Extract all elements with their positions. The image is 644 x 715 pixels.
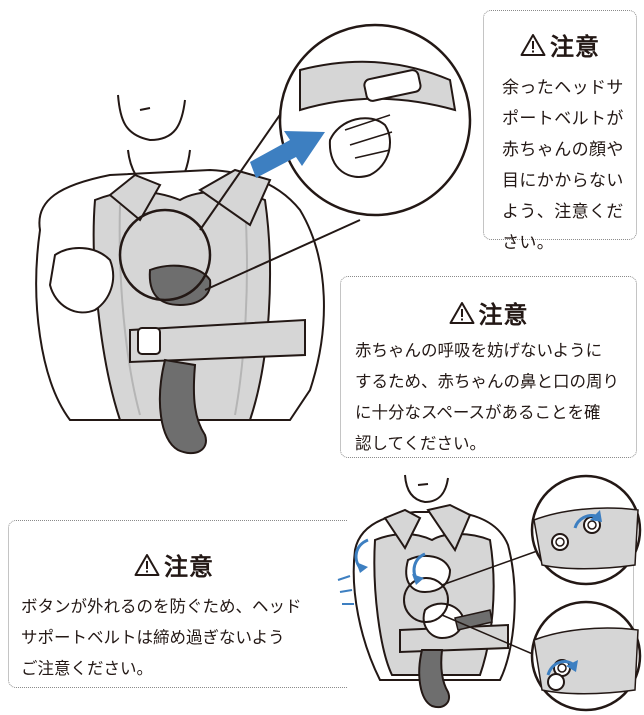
- caution-box-top: 注意 余ったヘッドサ ポートベルトが 赤ちゃんの顔や 目にかからない よう、注意…: [483, 10, 637, 253]
- caution-line: するため、赤ちゃんの鼻と口の周り: [355, 372, 619, 391]
- caution-title-text: 注意: [164, 553, 214, 581]
- caution-line: 赤ちゃんの呼吸を妨げないように: [355, 341, 603, 360]
- caution-line: 赤ちゃんの顔や: [502, 140, 624, 160]
- rotate-arrow-icon: [354, 538, 426, 585]
- caution-title-bottom: 注意: [9, 547, 339, 582]
- caution-body-top: 余ったヘッドサ ポートベルトが 赤ちゃんの顔や 目にかからない よう、注意くだ …: [502, 73, 624, 259]
- caution-title-middle: 注意: [341, 295, 636, 330]
- caution-line: よう、注意くだ: [502, 202, 624, 222]
- direction-arrow-icon: [250, 131, 325, 178]
- caution-line: さい。: [502, 233, 555, 253]
- caution-line: 認してください。: [355, 434, 487, 453]
- warning-triangle-icon: [520, 33, 546, 56]
- carrier-illustration-top: [35, 23, 472, 455]
- caution-line: 目にかからない: [502, 171, 624, 191]
- caution-body-middle: 赤ちゃんの呼吸を妨げないように するため、赤ちゃんの鼻と口の周り に十分なスペー…: [355, 335, 619, 459]
- caution-line: ボタンが外れるのを防ぐため、ヘッド: [21, 597, 302, 616]
- caution-line: ポートベルトが: [502, 109, 624, 129]
- carrier-illustration-bottom: [330, 470, 644, 715]
- caution-body-bottom: ボタンが外れるのを防ぐため、ヘッド サポートベルトは締め過ぎないよう ご注意くだ…: [21, 591, 302, 684]
- caution-line: に十分なスペースがあることを確: [355, 403, 601, 422]
- warning-triangle-icon: [449, 301, 474, 324]
- caution-line: 余ったヘッドサ: [502, 78, 624, 98]
- caution-title-text: 注意: [550, 33, 600, 61]
- caution-line: サポートベルトは締め過ぎないよう: [21, 628, 285, 647]
- caution-box-middle: 注意 赤ちゃんの呼吸を妨げないように するため、赤ちゃんの鼻と口の周り に十分な…: [340, 276, 637, 458]
- caution-line: ご注意ください。: [21, 659, 153, 678]
- caution-title-text: 注意: [478, 301, 529, 329]
- warning-triangle-icon: [134, 553, 160, 576]
- caution-title-top: 注意: [484, 27, 636, 62]
